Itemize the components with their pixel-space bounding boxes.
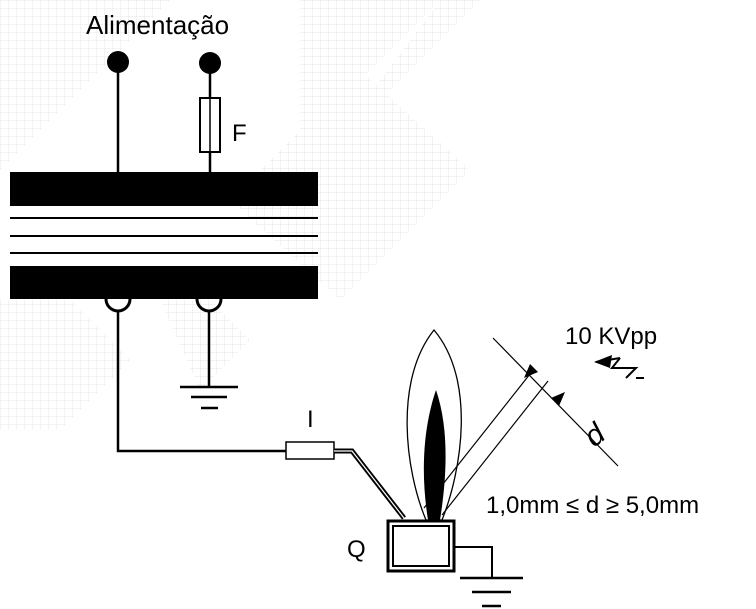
fuse-label: F — [232, 120, 247, 147]
high-voltage-wire — [116, 311, 286, 453]
resistor — [285, 441, 335, 460]
resistor-label: I — [307, 406, 314, 433]
electrode — [334, 448, 406, 520]
watermark — [0, 0, 480, 430]
transformer — [10, 172, 318, 299]
secondary-loop-left — [104, 298, 132, 313]
ground-icon — [180, 385, 238, 410]
lightning-arrow-icon — [594, 355, 644, 379]
gap-range-label: 1,0mm ≤ d ≥ 5,0mm — [486, 492, 699, 519]
burner-label: Q — [347, 536, 366, 563]
burner — [386, 519, 456, 573]
transformer-secondary-winding — [10, 266, 318, 299]
voltage-label: 10 KVpp — [565, 323, 657, 350]
transformer-primary-winding — [10, 172, 318, 206]
distance-symbol: d — [578, 416, 613, 453]
flame-icon — [406, 328, 462, 521]
ground-icon — [460, 576, 523, 608]
dimension-arrow — [524, 364, 565, 406]
burner-ground-wire — [454, 546, 493, 578]
gap-line-flame — [441, 380, 549, 516]
supply-label: Alimentação — [86, 10, 229, 40]
gap-line-electrode — [423, 373, 531, 509]
